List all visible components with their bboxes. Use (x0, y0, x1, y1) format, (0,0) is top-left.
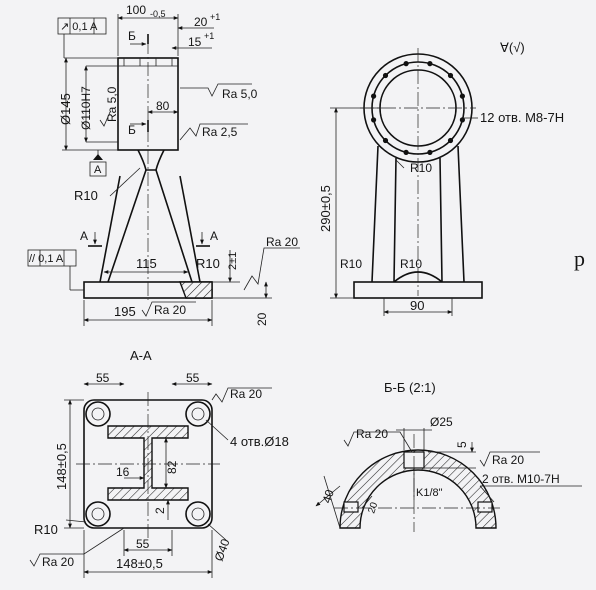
dim-90: 90 (410, 298, 424, 313)
dim-2-tol: 2±1 (227, 252, 239, 270)
roughness-ra20-aa-top: Ra 20 (230, 387, 262, 401)
dim-100: 100 (126, 3, 146, 17)
tolerance-frame-bottom-text: // 0,1 A (29, 253, 64, 265)
side-base-plate (353, 281, 483, 299)
dim-80: 80 (156, 99, 170, 113)
dim-55-left: 55 (96, 371, 110, 385)
dim-55-bottom: 55 (136, 537, 150, 551)
hole-br (185, 501, 211, 527)
holes-m10-label: 2 отв. M10-7H (482, 472, 560, 486)
roughness-general-mark: ∀(√) (500, 40, 525, 55)
thread-k18: K1/8" (416, 487, 443, 499)
tolerance-frame-top-text: ↗ 0,1 A (60, 21, 98, 33)
dim-15: 15 (188, 35, 202, 49)
section-aa: A-A 55 55 Ra 20 4 отв.Ø18 148±0,5 16 (29, 348, 289, 578)
m8-hole (403, 61, 409, 67)
side-legs (371, 145, 465, 283)
roughness-ra25: Ra 2,5 (202, 125, 238, 139)
dim-148-horizontal: 148±0,5 (116, 556, 163, 571)
m8-hole (382, 72, 389, 79)
section-aa-title: A-A (130, 348, 152, 363)
radius-r10-side-left: R10 (340, 257, 362, 271)
radius-r10-aa: R10 (34, 522, 58, 537)
roughness-ra20-bb-left: Ra 20 (356, 427, 388, 441)
flange-section-hatch (339, 449, 497, 529)
datum-a: A (94, 164, 102, 176)
dim-82: 82 (165, 460, 179, 474)
radius-r10-side-top: R10 (410, 161, 432, 175)
roughness-ra20-base: Ra 20 (154, 303, 186, 317)
roughness-ra50-right: Ra 5,0 (222, 87, 258, 101)
base-section-hatch (178, 281, 213, 299)
dim-16: 16 (116, 465, 130, 479)
roughness-ra50-left: Ra 5,0 (105, 86, 119, 122)
radius-r10-front: R10 (74, 188, 98, 203)
hole-tr (185, 401, 211, 427)
m8-hole (427, 149, 433, 155)
dim-290: 290±0,5 (318, 185, 333, 232)
m10-hole-left (343, 501, 359, 513)
m8-hole (447, 137, 454, 144)
hole-bl (85, 501, 111, 527)
dim-55-right: 55 (186, 371, 200, 385)
dim-115: 115 (136, 256, 157, 271)
dim-20: 20 (194, 15, 208, 29)
section-a-mark-right: A (210, 229, 218, 243)
m8-hole (371, 93, 377, 99)
section-b-mark-bottom: Б (128, 123, 136, 137)
dim-148-vertical: 148±0,5 (54, 443, 69, 490)
m8-hole (459, 117, 465, 123)
dim-20-bb: 20 (366, 501, 380, 515)
side-view: ∀(√) 12 отв. M8-7H R10 R10 R10 290±0,5 9… (318, 40, 564, 316)
dim-195: 195 (114, 304, 136, 319)
m8-hole (459, 93, 465, 99)
front-view: 100 -0,5 20 +1 15 +1 Б ↗ 0,1 A Ø145 Ø110… (27, 3, 300, 326)
neck (137, 149, 165, 171)
radius-r10-side-mid: R10 (400, 257, 422, 271)
m8-hole (427, 61, 433, 67)
dim-diameter-145: Ø145 (58, 93, 73, 125)
dim-100-tol: -0,5 (150, 9, 166, 19)
m8-hole (371, 117, 377, 123)
m8-hole (403, 149, 409, 155)
hole-tl (85, 401, 111, 427)
margin-letter: p (574, 246, 585, 271)
section-b-mark-top: Б (128, 29, 136, 43)
roughness-ra20-bb-right: Ra 20 (492, 453, 524, 467)
tolerance-frame-bottom (27, 249, 77, 267)
section-bb-title: Б-Б (2:1) (384, 380, 436, 395)
column-edge-right (179, 175, 201, 283)
m8-hole (382, 137, 389, 144)
dim-20-height: 20 (255, 312, 269, 326)
m10-hole-right (477, 501, 493, 513)
section-bb: Б-Б (2:1) Ra 20 Ø25 5 Ra 20 2 отв. M10-7… (315, 380, 582, 532)
dim-40: 40 (320, 488, 338, 505)
column (107, 169, 193, 283)
dim-diameter-40: Ø40 (212, 537, 233, 563)
dim-15-tol: +1 (204, 31, 214, 41)
dim-20-tol: +1 (210, 12, 220, 22)
datum-a-box (89, 161, 107, 177)
tolerance-frame-top (57, 17, 107, 35)
holes-m8-label: 12 отв. M8-7H (480, 110, 564, 125)
radius-r10-base: R10 (196, 256, 220, 271)
side-arch (393, 271, 443, 283)
section-a-mark-left: A (80, 229, 88, 243)
holes-18-label: 4 отв.Ø18 (230, 434, 289, 449)
roughness-ra20-right: Ra 20 (266, 235, 298, 249)
dim-5: 5 (455, 441, 469, 448)
m8-holes (371, 61, 465, 155)
roughness-ra20-aa-bottom: Ra 20 (42, 555, 74, 569)
column-edge-left (99, 175, 121, 283)
dim-diameter-110: Ø110H7 (79, 86, 93, 130)
m8-hole (447, 72, 454, 79)
dim-2: 2 (153, 507, 167, 514)
dim-diameter-25: Ø25 (430, 415, 453, 429)
